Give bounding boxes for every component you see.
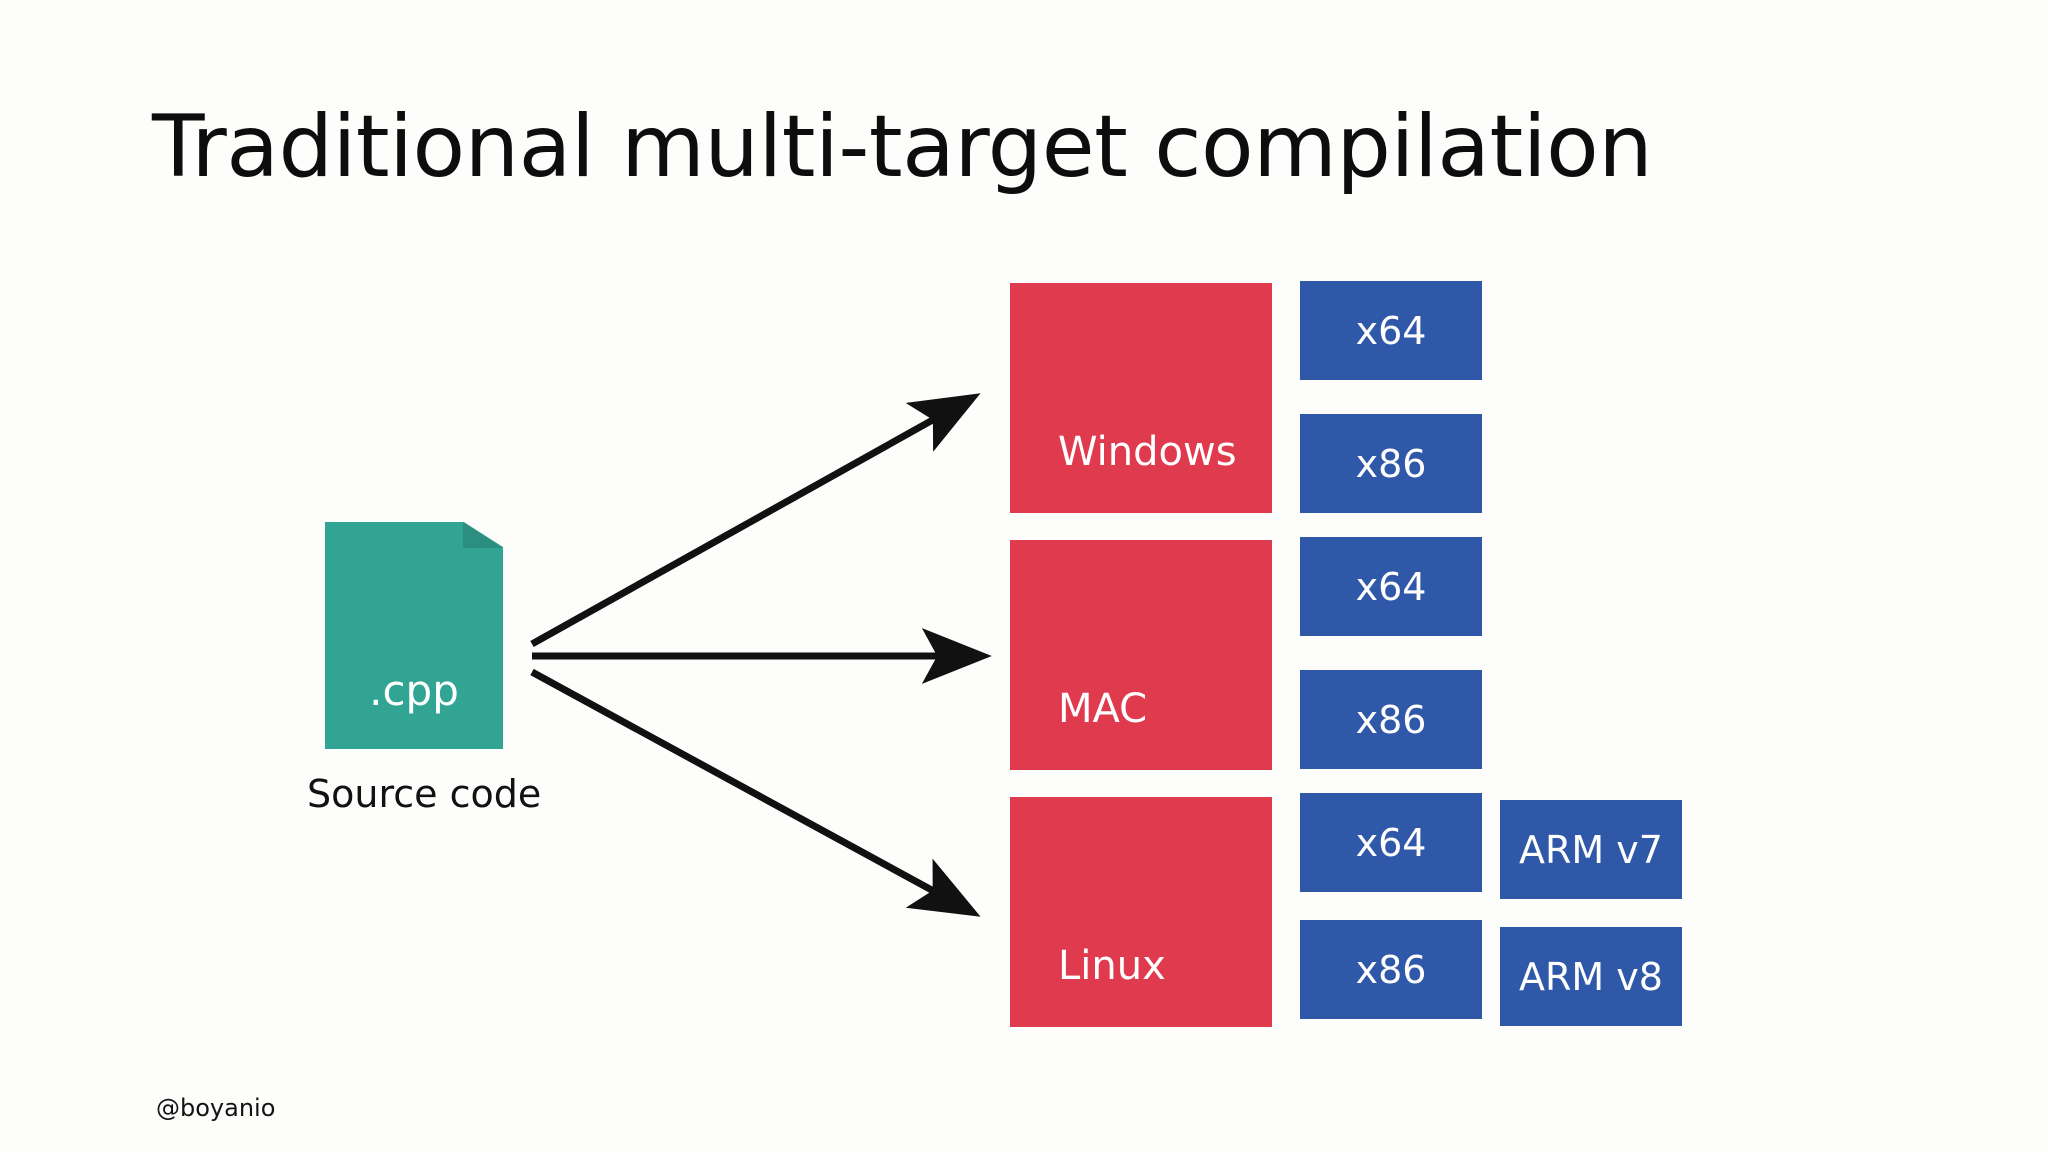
arrow-to-linux (530, 668, 981, 917)
platform-label: MAC (1058, 686, 1148, 732)
file-document-icon (325, 522, 503, 749)
arch-box-linux-x86[interactable]: x86 (1300, 920, 1482, 1019)
page-title: Traditional multi-target compilation (152, 97, 1653, 197)
author-handle: @boyanio (156, 1094, 276, 1122)
platform-label: Windows (1058, 429, 1237, 475)
platform-box-windows[interactable]: Windows (1010, 283, 1272, 513)
arch-label: x64 (1355, 820, 1427, 865)
arch-box-linux-x64[interactable]: x64 (1300, 793, 1482, 892)
source-code-group: .cpp Source code (307, 522, 595, 816)
arrow-to-windows (530, 393, 981, 648)
arch-box-linux-arm-v7[interactable]: ARM v7 (1500, 800, 1682, 899)
arch-box-windows-x64[interactable]: x64 (1300, 281, 1482, 380)
arch-label: x64 (1355, 308, 1427, 353)
arch-box-mac-x86[interactable]: x86 (1300, 670, 1482, 769)
arch-box-mac-x64[interactable]: x64 (1300, 537, 1482, 636)
platform-box-linux[interactable]: Linux (1010, 797, 1272, 1027)
arch-label: ARM v7 (1519, 827, 1663, 872)
arch-label: x86 (1355, 947, 1427, 992)
arch-label: ARM v8 (1519, 954, 1663, 999)
source-code-caption: Source code (307, 772, 542, 816)
file-icon-body (325, 522, 503, 749)
platform-label: Linux (1058, 943, 1166, 989)
arch-label: x64 (1355, 564, 1427, 609)
arch-box-windows-x86[interactable]: x86 (1300, 414, 1482, 513)
arch-box-linux-arm-v8[interactable]: ARM v8 (1500, 927, 1682, 1026)
arch-label: x86 (1355, 441, 1427, 486)
file-extension-label: .cpp (369, 666, 459, 715)
platform-box-mac[interactable]: MAC (1010, 540, 1272, 770)
arch-label: x86 (1355, 697, 1427, 742)
